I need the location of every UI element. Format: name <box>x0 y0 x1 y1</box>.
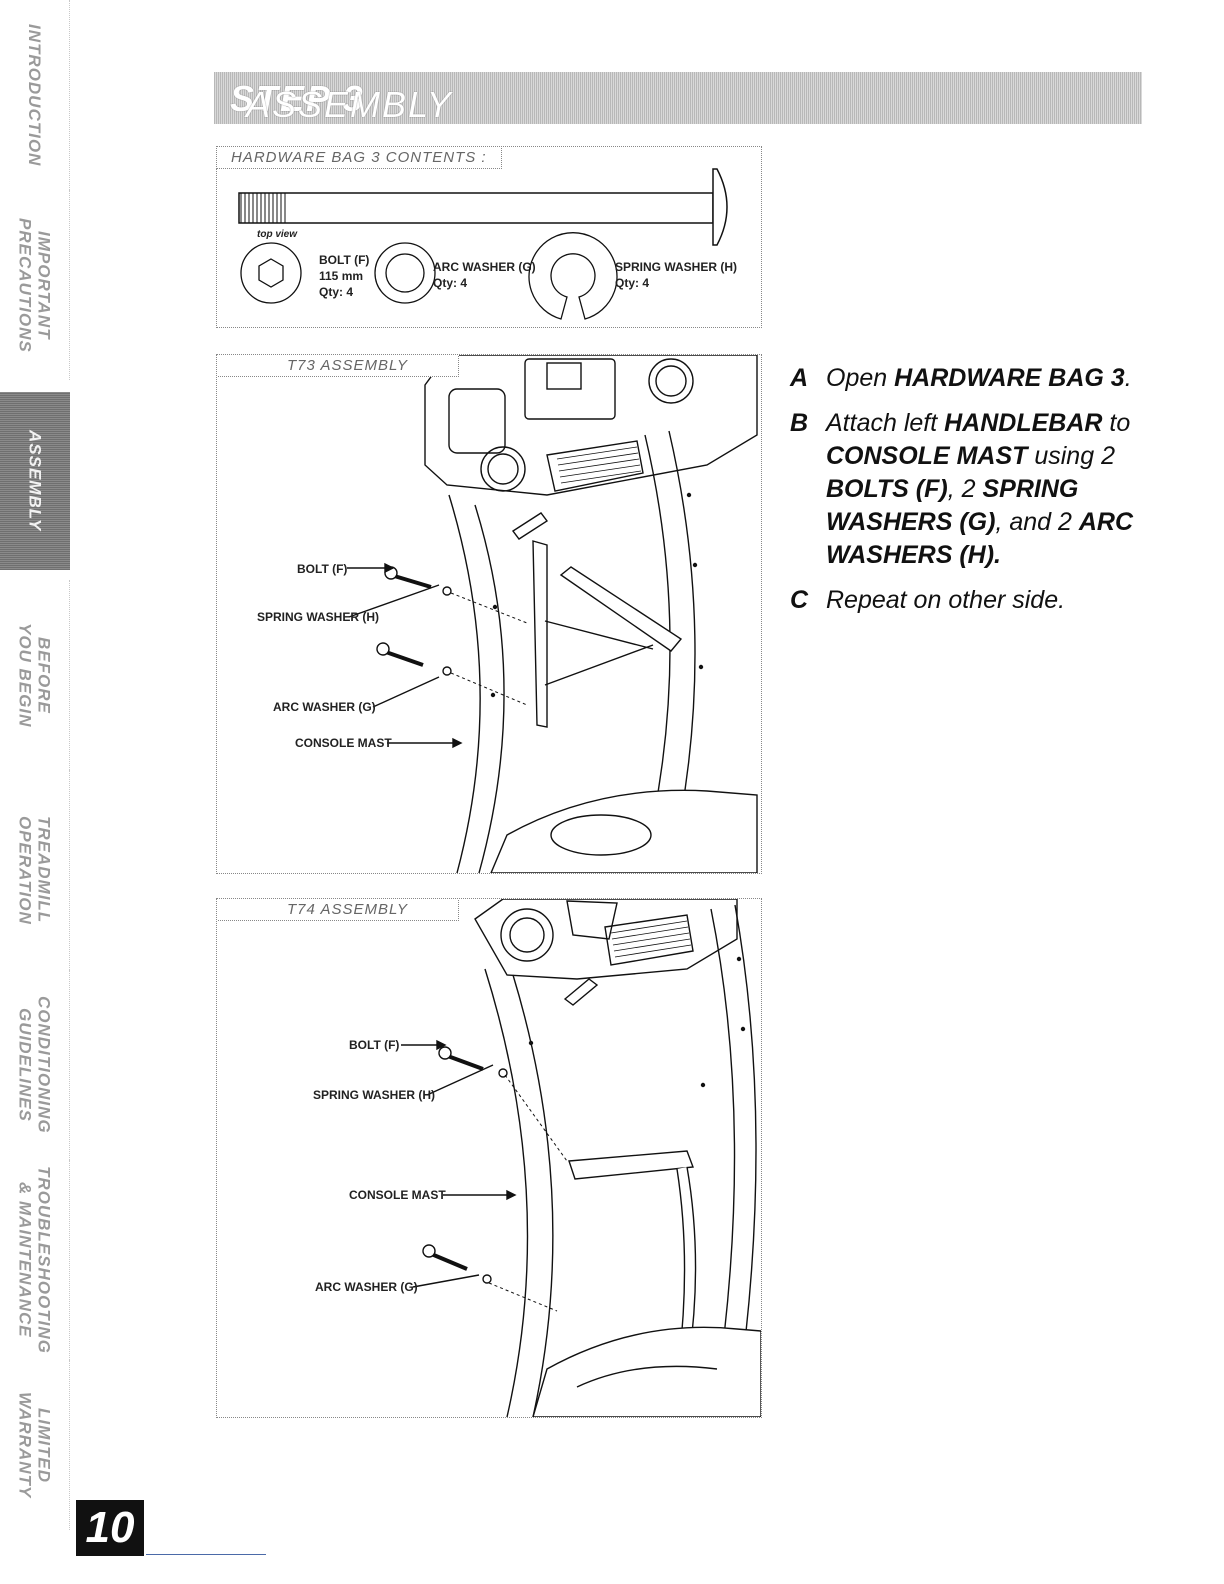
tab-treadmill-operation[interactable]: TREADMILL OPERATION <box>0 770 70 970</box>
step-letter: C <box>790 586 809 614</box>
tab-assembly[interactable]: ASSEMBLY <box>0 392 70 570</box>
tab-conditioning-guidelines[interactable]: CONDITIONING GUIDELINES <box>0 970 70 1160</box>
bolt-size: 115 mm <box>319 269 363 283</box>
page-title: ASSEMBLY STEP 3 <box>214 72 1142 125</box>
hardware-contents-label: HARDWARE BAG 3 CONTENTS : <box>216 146 502 169</box>
tab-limited-warranty[interactable]: LIMITED WARRANTY <box>0 1360 70 1530</box>
title-part-2: STEP 3 <box>230 78 365 119</box>
tab-label: INTRODUCTION <box>25 23 44 167</box>
tab-label: CONDITIONING GUIDELINES <box>15 996 54 1134</box>
tab-label: BEFORE YOU BEGIN <box>15 622 54 728</box>
t74-assembly-box: BOLT (F) SPRING WASHER (H) CONSOLE MAST … <box>216 898 762 1418</box>
step-text: Open <box>826 364 895 392</box>
t74-assembly-label: T74 ASSEMBLY <box>217 899 459 921</box>
step-text: Attach left <box>826 409 945 437</box>
page-number: 10 <box>76 1500 144 1556</box>
step-emphasis: BOLTS (F) <box>826 475 948 503</box>
tab-label: LIMITED WARRANTY <box>15 1391 54 1499</box>
t73-assembly-box: BOLT (F) SPRING WASHER (H) ARC WASHER (G… <box>216 354 762 874</box>
step-a: A Open HARDWARE BAG 3. <box>790 362 1150 395</box>
arc-washer-qty: Qty: 4 <box>433 276 467 290</box>
tab-label: ASSEMBLY <box>25 430 45 532</box>
bolt-side-view <box>238 168 728 246</box>
spring-washer-qty: Qty: 4 <box>615 276 649 290</box>
bolt-name: BOLT (F) <box>319 253 369 267</box>
step-emphasis: SPRING WASHERS (G) <box>826 475 1079 536</box>
step-b: B Attach left HANDLEBAR to CONSOLE MAST … <box>790 407 1150 572</box>
tab-before-you-begin[interactable]: BEFORE YOU BEGIN <box>0 580 70 770</box>
t73-assembly-label: T73 ASSEMBLY <box>217 355 459 377</box>
hardware-diagram: top view BOLT (F) 115 mm Qty: 4 ARC WASH… <box>238 168 737 320</box>
title-part-1: ASSEMBLY <box>246 84 453 125</box>
arc-washer-name: ARC WASHER (G) <box>433 260 536 274</box>
step-text: to <box>1102 409 1131 437</box>
tab-label: IMPORTANT PRECAUTIONS <box>15 217 54 353</box>
step-text: using 2 <box>1027 442 1115 470</box>
step-emphasis: HANDLEBAR <box>944 409 1103 437</box>
t73-callout-bolt: BOLT (F) <box>297 562 347 576</box>
bolt-qty: Qty: 4 <box>319 285 353 299</box>
spring-washer-icon <box>528 232 618 320</box>
t74-diagram: BOLT (F) SPRING WASHER (H) CONSOLE MAST … <box>313 899 761 1417</box>
t73-callout-arc-washer: ARC WASHER (G) <box>273 700 376 714</box>
t74-callout-console-mast: CONSOLE MAST <box>349 1188 446 1202</box>
tab-important-precautions[interactable]: IMPORTANT PRECAUTIONS <box>0 190 70 380</box>
tab-introduction[interactable]: INTRODUCTION <box>0 0 70 190</box>
step-c: C Repeat on other side. <box>790 584 1150 617</box>
step-text: , 2 <box>947 475 983 503</box>
step-text: , and 2 <box>995 508 1079 536</box>
tab-label: TREADMILL OPERATION <box>15 815 54 925</box>
step-text: Repeat on other side. <box>826 586 1066 614</box>
step-emphasis: ARC WASHERS (H). <box>826 508 1134 569</box>
t74-callout-spring-washer: SPRING WASHER (H) <box>313 1088 435 1102</box>
top-view-caption: top view <box>257 229 298 240</box>
footer-rule <box>146 1554 266 1555</box>
hardware-contents-box: HARDWARE BAG 3 CONTENTS : top view BOLT … <box>216 146 762 328</box>
step-text: . <box>1124 364 1132 392</box>
step-emphasis: CONSOLE MAST <box>826 442 1028 470</box>
arc-washer-icon <box>374 242 436 304</box>
tab-label: TROUBLESHOOTING & MAINTENANCE <box>15 1166 54 1354</box>
step-letter: B <box>790 409 809 437</box>
t73-callout-spring-washer: SPRING WASHER (H) <box>257 610 379 624</box>
spring-washer-name: SPRING WASHER (H) <box>615 260 737 274</box>
t74-callout-bolt: BOLT (F) <box>349 1038 399 1052</box>
step-emphasis: HARDWARE BAG 3 <box>894 364 1125 392</box>
tab-troubleshooting-maintenance[interactable]: TROUBLESHOOTING & MAINTENANCE <box>0 1160 70 1360</box>
bolt-top-view <box>240 242 302 304</box>
t73-diagram: BOLT (F) SPRING WASHER (H) ARC WASHER (G… <box>257 355 758 873</box>
instruction-steps: A Open HARDWARE BAG 3. B Attach left HAN… <box>790 362 1150 629</box>
t73-callout-console-mast: CONSOLE MAST <box>295 736 392 750</box>
step-letter: A <box>790 364 809 392</box>
t74-callout-arc-washer: ARC WASHER (G) <box>315 1280 418 1294</box>
